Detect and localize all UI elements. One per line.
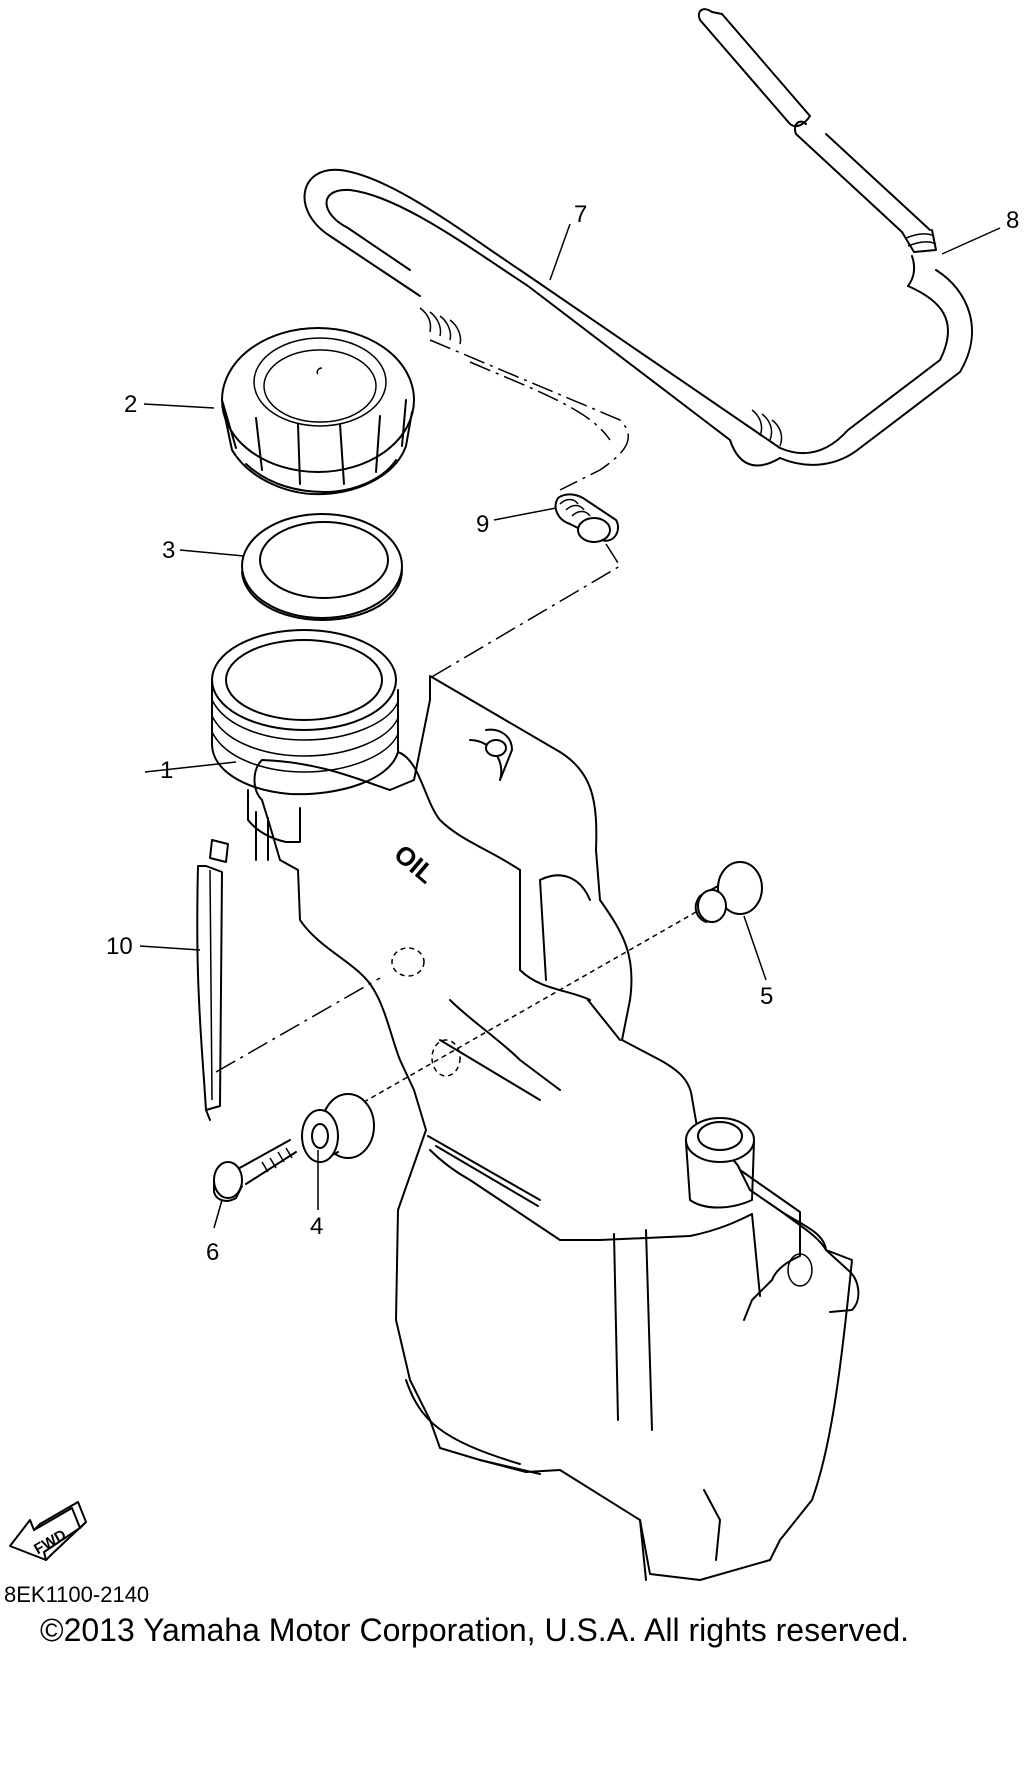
callout-5: 5 [760,983,773,1010]
callout-6: 6 [206,1239,219,1266]
filler-cap [221,327,415,496]
damper [301,1093,375,1163]
hose-clamp-ribs [419,307,783,447]
callout-labels: 1 2 3 4 5 6 7 8 9 10 [106,201,1019,1266]
oil-tank: OIL [211,629,860,1581]
callout-3: 3 [162,537,175,564]
breather-hose-loop [303,168,973,467]
fwd-arrow-icon: FWD [9,1501,87,1561]
bolt [213,1139,297,1202]
band-tie [196,839,229,1121]
callout-7: 7 [574,201,587,228]
filler-gasket [241,513,403,621]
callout-2: 2 [124,391,137,418]
callout-4: 4 [310,1213,323,1240]
callout-10: 10 [106,933,133,960]
copyright-notice: ©2013 Yamaha Motor Corporation, U.S.A. A… [40,1612,910,1648]
breather-hose-upper [698,8,937,287]
callout-8: 8 [1006,207,1019,234]
grommet-upper [694,861,763,923]
callout-9: 9 [476,511,489,538]
breather-hose-short [429,339,629,543]
diagram-code: 8EK1100-2140 [4,1582,150,1607]
callout-1: 1 [160,757,173,784]
